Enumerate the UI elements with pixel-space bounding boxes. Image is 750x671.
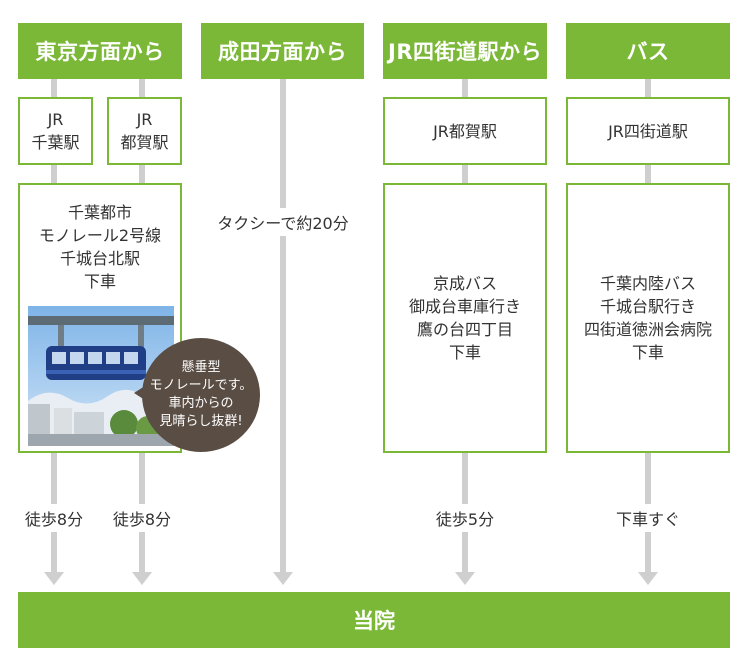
arrow-down-icon xyxy=(455,572,475,585)
arrow-down-icon xyxy=(44,572,64,585)
monorail-callout-bubble: 懸垂型 モノレールです。 車内からの 見晴らし抜群! xyxy=(142,338,260,452)
arrow-down-icon xyxy=(132,572,152,585)
header-narita: 成田方面から xyxy=(201,23,364,79)
connector-narita xyxy=(280,79,286,579)
destination-hospital: 当院 xyxy=(18,592,730,648)
header-tokyo: 東京方面から xyxy=(18,23,182,79)
route-box-keisei-bus: 京成バス 御成台車庫行き 鷹の台四丁目 下車 xyxy=(383,183,547,453)
arrow-down-icon xyxy=(273,572,293,585)
header-bus: バス xyxy=(566,23,730,79)
station-box-jr-tsuga-2: JR都賀駅 xyxy=(383,97,547,165)
walk-label-chiba: 徒歩8分 xyxy=(14,504,94,532)
station-box-jr-tsuga: JR 都賀駅 xyxy=(107,97,182,165)
walk-label-keisei: 徒歩5分 xyxy=(425,504,505,532)
station-box-jr-chiba: JR 千葉駅 xyxy=(18,97,93,165)
walk-label-tsuga: 徒歩8分 xyxy=(102,504,182,532)
station-box-jr-yotsukaido: JR四街道駅 xyxy=(566,97,730,165)
arrow-down-icon xyxy=(638,572,658,585)
route-box-chiba-bus: 千葉内陸バス 千城台駅行き 四街道徳洲会病院 下車 xyxy=(566,183,730,453)
monorail-text: 千葉都市 モノレール2号線 千城台北駅 下車 xyxy=(38,203,162,291)
taxi-label: タクシーで約20分 xyxy=(205,208,361,236)
header-yotsukaido: JR四街道駅から xyxy=(383,23,547,79)
bus-stop-label: 下車すぐ xyxy=(603,504,693,532)
